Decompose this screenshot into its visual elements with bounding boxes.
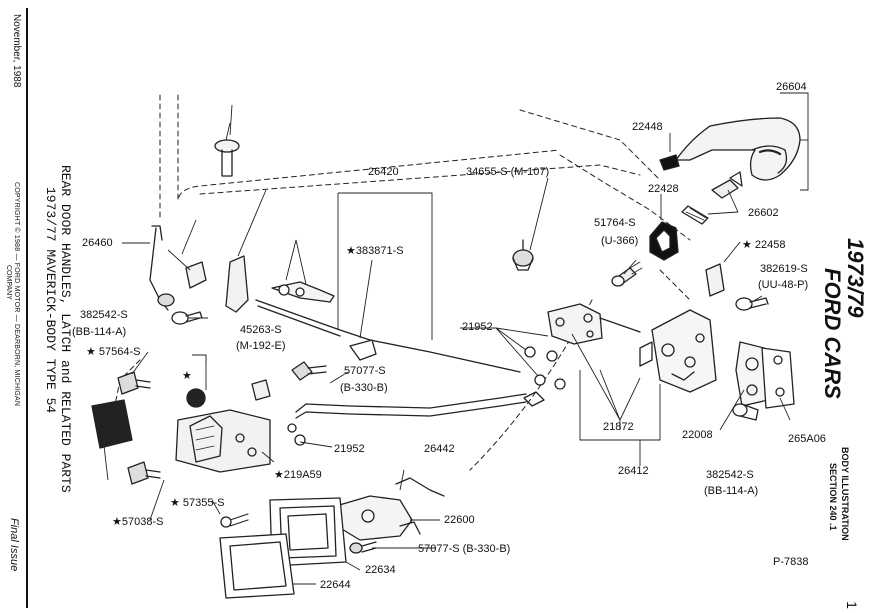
label-51764-code: (U-366) bbox=[601, 235, 638, 247]
label-57077-left: 57077-S bbox=[344, 365, 386, 377]
push-button-spring-26602 bbox=[681, 171, 743, 225]
label-22008: 22008 bbox=[682, 429, 713, 441]
screw-57077-left bbox=[291, 361, 327, 381]
label-22428: 22428 bbox=[648, 183, 679, 195]
label-57077-bottom: 57077-S (B-330-B) bbox=[418, 543, 510, 555]
part-labels: 26604 22448 26420 34655-S (M-107) 22428 … bbox=[72, 81, 826, 591]
lock-rod-26420 bbox=[255, 299, 521, 373]
label-26604: 26604 bbox=[776, 81, 807, 93]
screw-382542-left bbox=[157, 293, 203, 325]
screw-57564 bbox=[117, 371, 151, 395]
label-22600: 22600 bbox=[444, 514, 475, 526]
label-382619: 382619-S bbox=[760, 263, 808, 275]
exterior-handle-26604 bbox=[675, 117, 801, 181]
label-22448: 22448 bbox=[632, 121, 663, 133]
screw-382542-right bbox=[732, 403, 759, 421]
label-219a59: ★219A59 bbox=[274, 469, 322, 481]
label-star-marker: ★ bbox=[182, 370, 192, 382]
label-26602: 26602 bbox=[748, 207, 779, 219]
label-26442: 26442 bbox=[424, 443, 455, 455]
lock-button-knob bbox=[214, 139, 240, 177]
label-51764: 51764-S bbox=[594, 217, 636, 229]
label-21952-bottom: 21952 bbox=[334, 443, 365, 455]
label-34655: 34655-S (M-107) bbox=[466, 166, 549, 178]
label-22644: 22644 bbox=[320, 579, 351, 591]
leader-lines bbox=[103, 92, 809, 585]
screw-34655 bbox=[512, 239, 534, 271]
lever-bracket-21872 bbox=[547, 303, 641, 345]
label-21872: 21872 bbox=[603, 421, 634, 433]
control-rod-26442 bbox=[295, 393, 527, 419]
striker-shim-265a06 bbox=[761, 347, 795, 409]
label-26420: 26420 bbox=[368, 166, 399, 178]
label-382619-code: (UU-48-P) bbox=[758, 279, 808, 291]
label-382542-right-code: (BB-114-A) bbox=[704, 485, 758, 497]
label-57077-left-code: (B-330-B) bbox=[340, 382, 388, 394]
label-22458: ★ 22458 bbox=[742, 239, 786, 251]
label-26460: 26460 bbox=[82, 237, 113, 249]
rod-guide-clips bbox=[185, 255, 377, 361]
handle-gasket-22428 bbox=[649, 221, 679, 261]
label-57564: ★ 57564-S bbox=[86, 346, 141, 358]
door-latch-assembly bbox=[639, 309, 717, 393]
screw-51764 bbox=[611, 261, 643, 287]
inside-handle-bracket bbox=[91, 379, 271, 473]
clip-22458 bbox=[705, 263, 725, 297]
escutcheon-22644 bbox=[219, 533, 295, 599]
screw-57038 bbox=[127, 461, 161, 485]
label-57038: ★57038-S bbox=[112, 516, 163, 528]
label-21952-top: 21952 bbox=[462, 321, 493, 333]
margin-border-line bbox=[26, 8, 28, 608]
label-45263-code: (M-192-E) bbox=[236, 340, 286, 352]
label-26412: 26412 bbox=[618, 465, 649, 477]
label-382542-right: 382542-S bbox=[706, 469, 754, 481]
label-383871: ★383871-S bbox=[346, 245, 404, 257]
figure-code: P-7838 bbox=[773, 556, 809, 568]
screw-57077-bottom bbox=[349, 541, 377, 554]
label-382542-left: 382542-S bbox=[80, 309, 128, 321]
screw-57355 bbox=[220, 513, 249, 528]
handle-pad-22448 bbox=[659, 154, 680, 171]
remote-control-22600 bbox=[335, 477, 445, 541]
label-57355: ★ 57355-S bbox=[170, 497, 225, 509]
label-22634: 22634 bbox=[365, 564, 396, 576]
label-382542-left-code: (BB-114-A) bbox=[72, 326, 126, 338]
label-265a06: 265A06 bbox=[788, 433, 826, 445]
rod-clips-21952 bbox=[287, 346, 566, 446]
label-45263: 45263-S bbox=[240, 324, 282, 336]
screw-382619 bbox=[735, 297, 769, 311]
